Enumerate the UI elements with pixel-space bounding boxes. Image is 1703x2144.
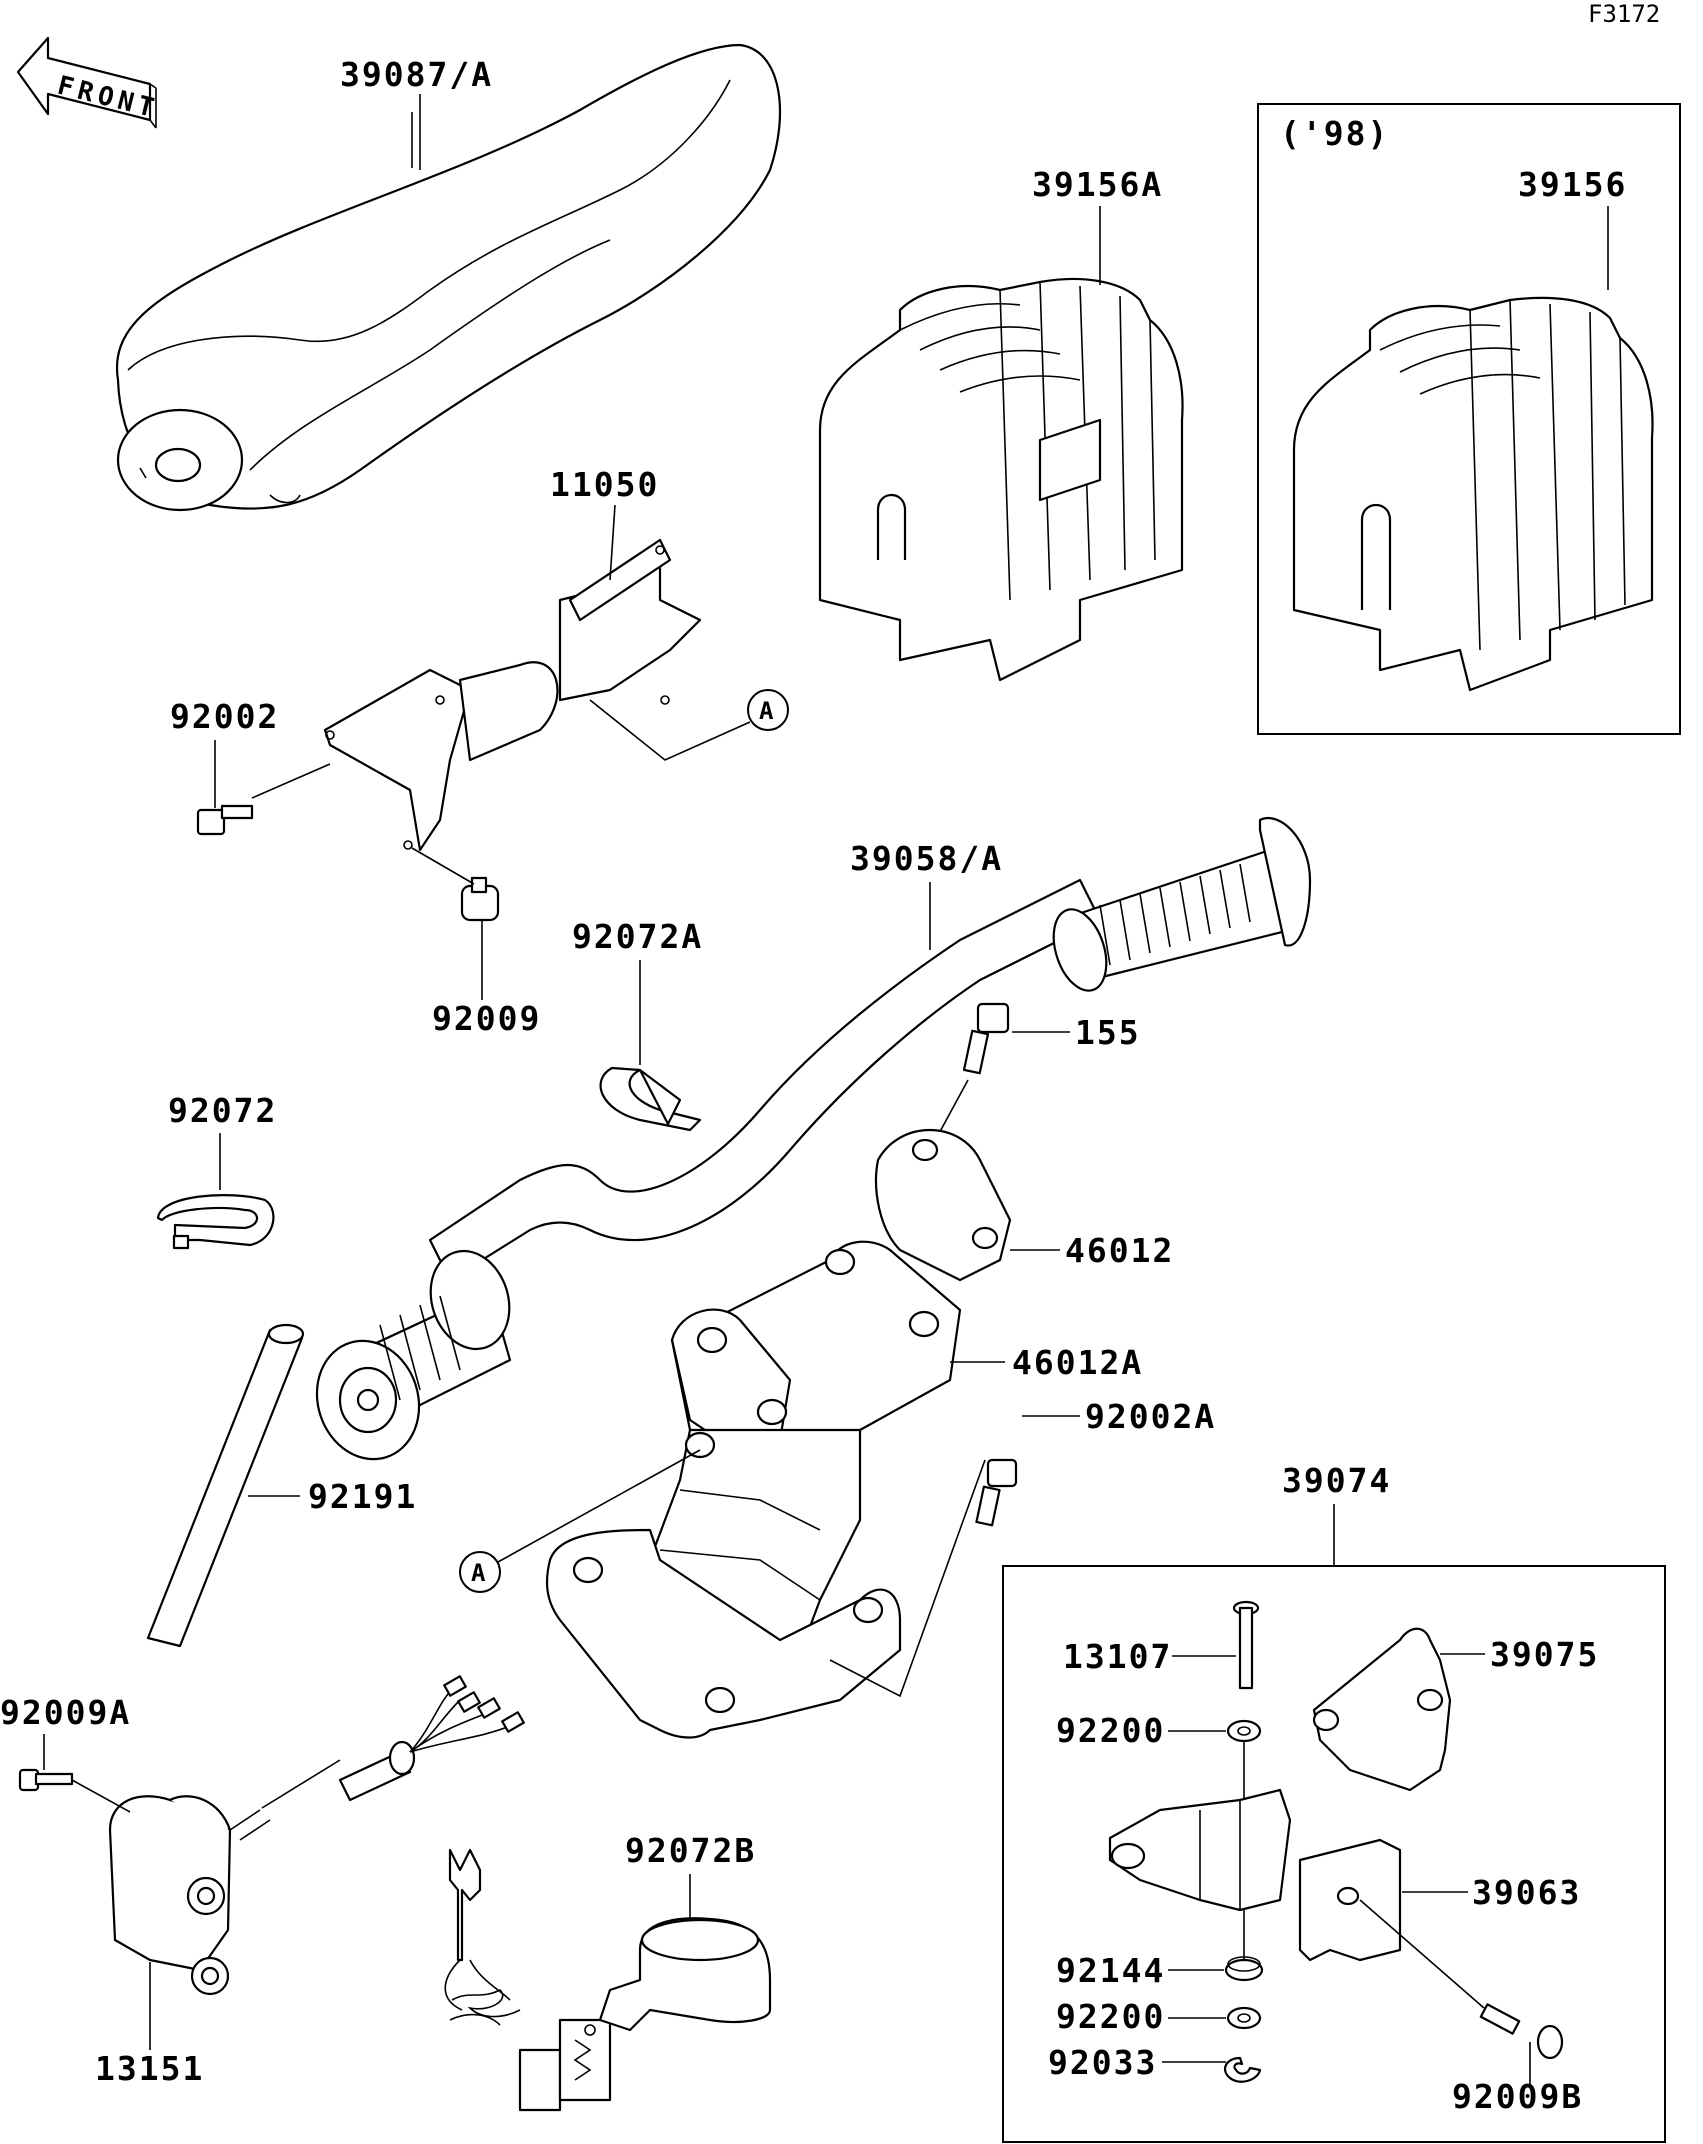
- steering-boot-1998-part: [1292, 296, 1654, 692]
- screw-92009-part: [411, 847, 500, 922]
- bolt-92002A-part: [975, 1458, 1018, 1527]
- part-label-92191: 92191: [308, 1477, 417, 1516]
- clamp-92072A-part: [599, 1066, 702, 1132]
- figure-code: F3172: [1588, 0, 1660, 28]
- steering-boot-part: [818, 277, 1184, 682]
- handlebar-holder-upper-part: [874, 1129, 1012, 1282]
- lever-bracket-part: [1108, 1742, 1292, 1912]
- part-label-13107: 13107: [1063, 1637, 1172, 1676]
- part-label-92009: 92009: [432, 999, 541, 1038]
- part-label-92002A: 92002A: [1085, 1397, 1216, 1436]
- part-label-92002: 92002: [170, 697, 279, 736]
- washer-92200-upper-part: [1226, 1719, 1262, 1743]
- clamp-92072-part: [156, 1194, 275, 1250]
- part-label-11050: 11050: [550, 465, 659, 504]
- inset-1998-year: ('98): [1280, 114, 1389, 153]
- inset-39074-label: 39074: [1282, 1461, 1391, 1500]
- part-label-155: 155: [1075, 1013, 1141, 1052]
- screw-92009B-part: [1359, 1899, 1564, 2060]
- part-label-92200-upper: 92200: [1056, 1711, 1165, 1750]
- inset-1998-part-label: 39156: [1518, 165, 1627, 204]
- part-label-39087-A: 39087/A: [340, 55, 493, 94]
- part-label-92200-lower: 92200: [1056, 1997, 1165, 2036]
- handlebar-part: [315, 817, 1312, 1461]
- part-label-13151: 13151: [95, 2049, 204, 2088]
- pin-13107-part: [1232, 1600, 1260, 1690]
- part-label-39075: 39075: [1490, 1635, 1599, 1674]
- part-label-92072: 92072: [168, 1091, 277, 1130]
- eclip-92033-part: [1223, 2056, 1262, 2083]
- bolt-92002-part: [196, 763, 331, 836]
- tube-92191-part: [146, 1323, 305, 1648]
- part-label-39058-A: 39058/A: [850, 839, 1003, 878]
- callout-a-lower-letter: A: [471, 1559, 486, 1587]
- lever-39075-part: [1312, 1627, 1452, 1792]
- part-label-39156A: 39156A: [1032, 165, 1163, 204]
- switch-13151-part: [108, 1759, 341, 1996]
- part-label-92144: 92144: [1056, 1951, 1165, 1990]
- steering-holder-part: [545, 1240, 962, 1739]
- screw-92009A-part: [18, 1768, 131, 1813]
- part-label-46012A: 46012A: [1012, 1343, 1143, 1382]
- spring-92144-part: [1224, 1910, 1264, 1982]
- mounting-bracket-part: [323, 538, 702, 852]
- part-label-92009A: 92009A: [0, 1693, 131, 1732]
- lanyard-clamp-part: [444, 1848, 772, 2112]
- inset-1998-box: [1257, 103, 1681, 735]
- part-label-92033: 92033: [1048, 2043, 1157, 2082]
- part-label-39063: 39063: [1472, 1873, 1581, 1912]
- cover-39063-part: [1298, 1838, 1402, 1962]
- washer-92200-lower-part: [1226, 2006, 1262, 2030]
- callout-a-lower: [459, 1551, 501, 1593]
- part-label-92009B: 92009B: [1452, 2077, 1583, 2116]
- callout-a-upper: [747, 689, 789, 731]
- bolt-155-part: [962, 1002, 1010, 1075]
- part-label-92072B: 92072B: [625, 1831, 756, 1870]
- part-label-92072A: 92072A: [572, 917, 703, 956]
- callout-a-upper-letter: A: [759, 697, 774, 725]
- wire-harness-part: [338, 1675, 525, 1802]
- part-label-46012: 46012: [1065, 1231, 1174, 1270]
- front-arrow-icon: FRONT: [16, 36, 162, 129]
- seat-cover-part: [115, 43, 782, 512]
